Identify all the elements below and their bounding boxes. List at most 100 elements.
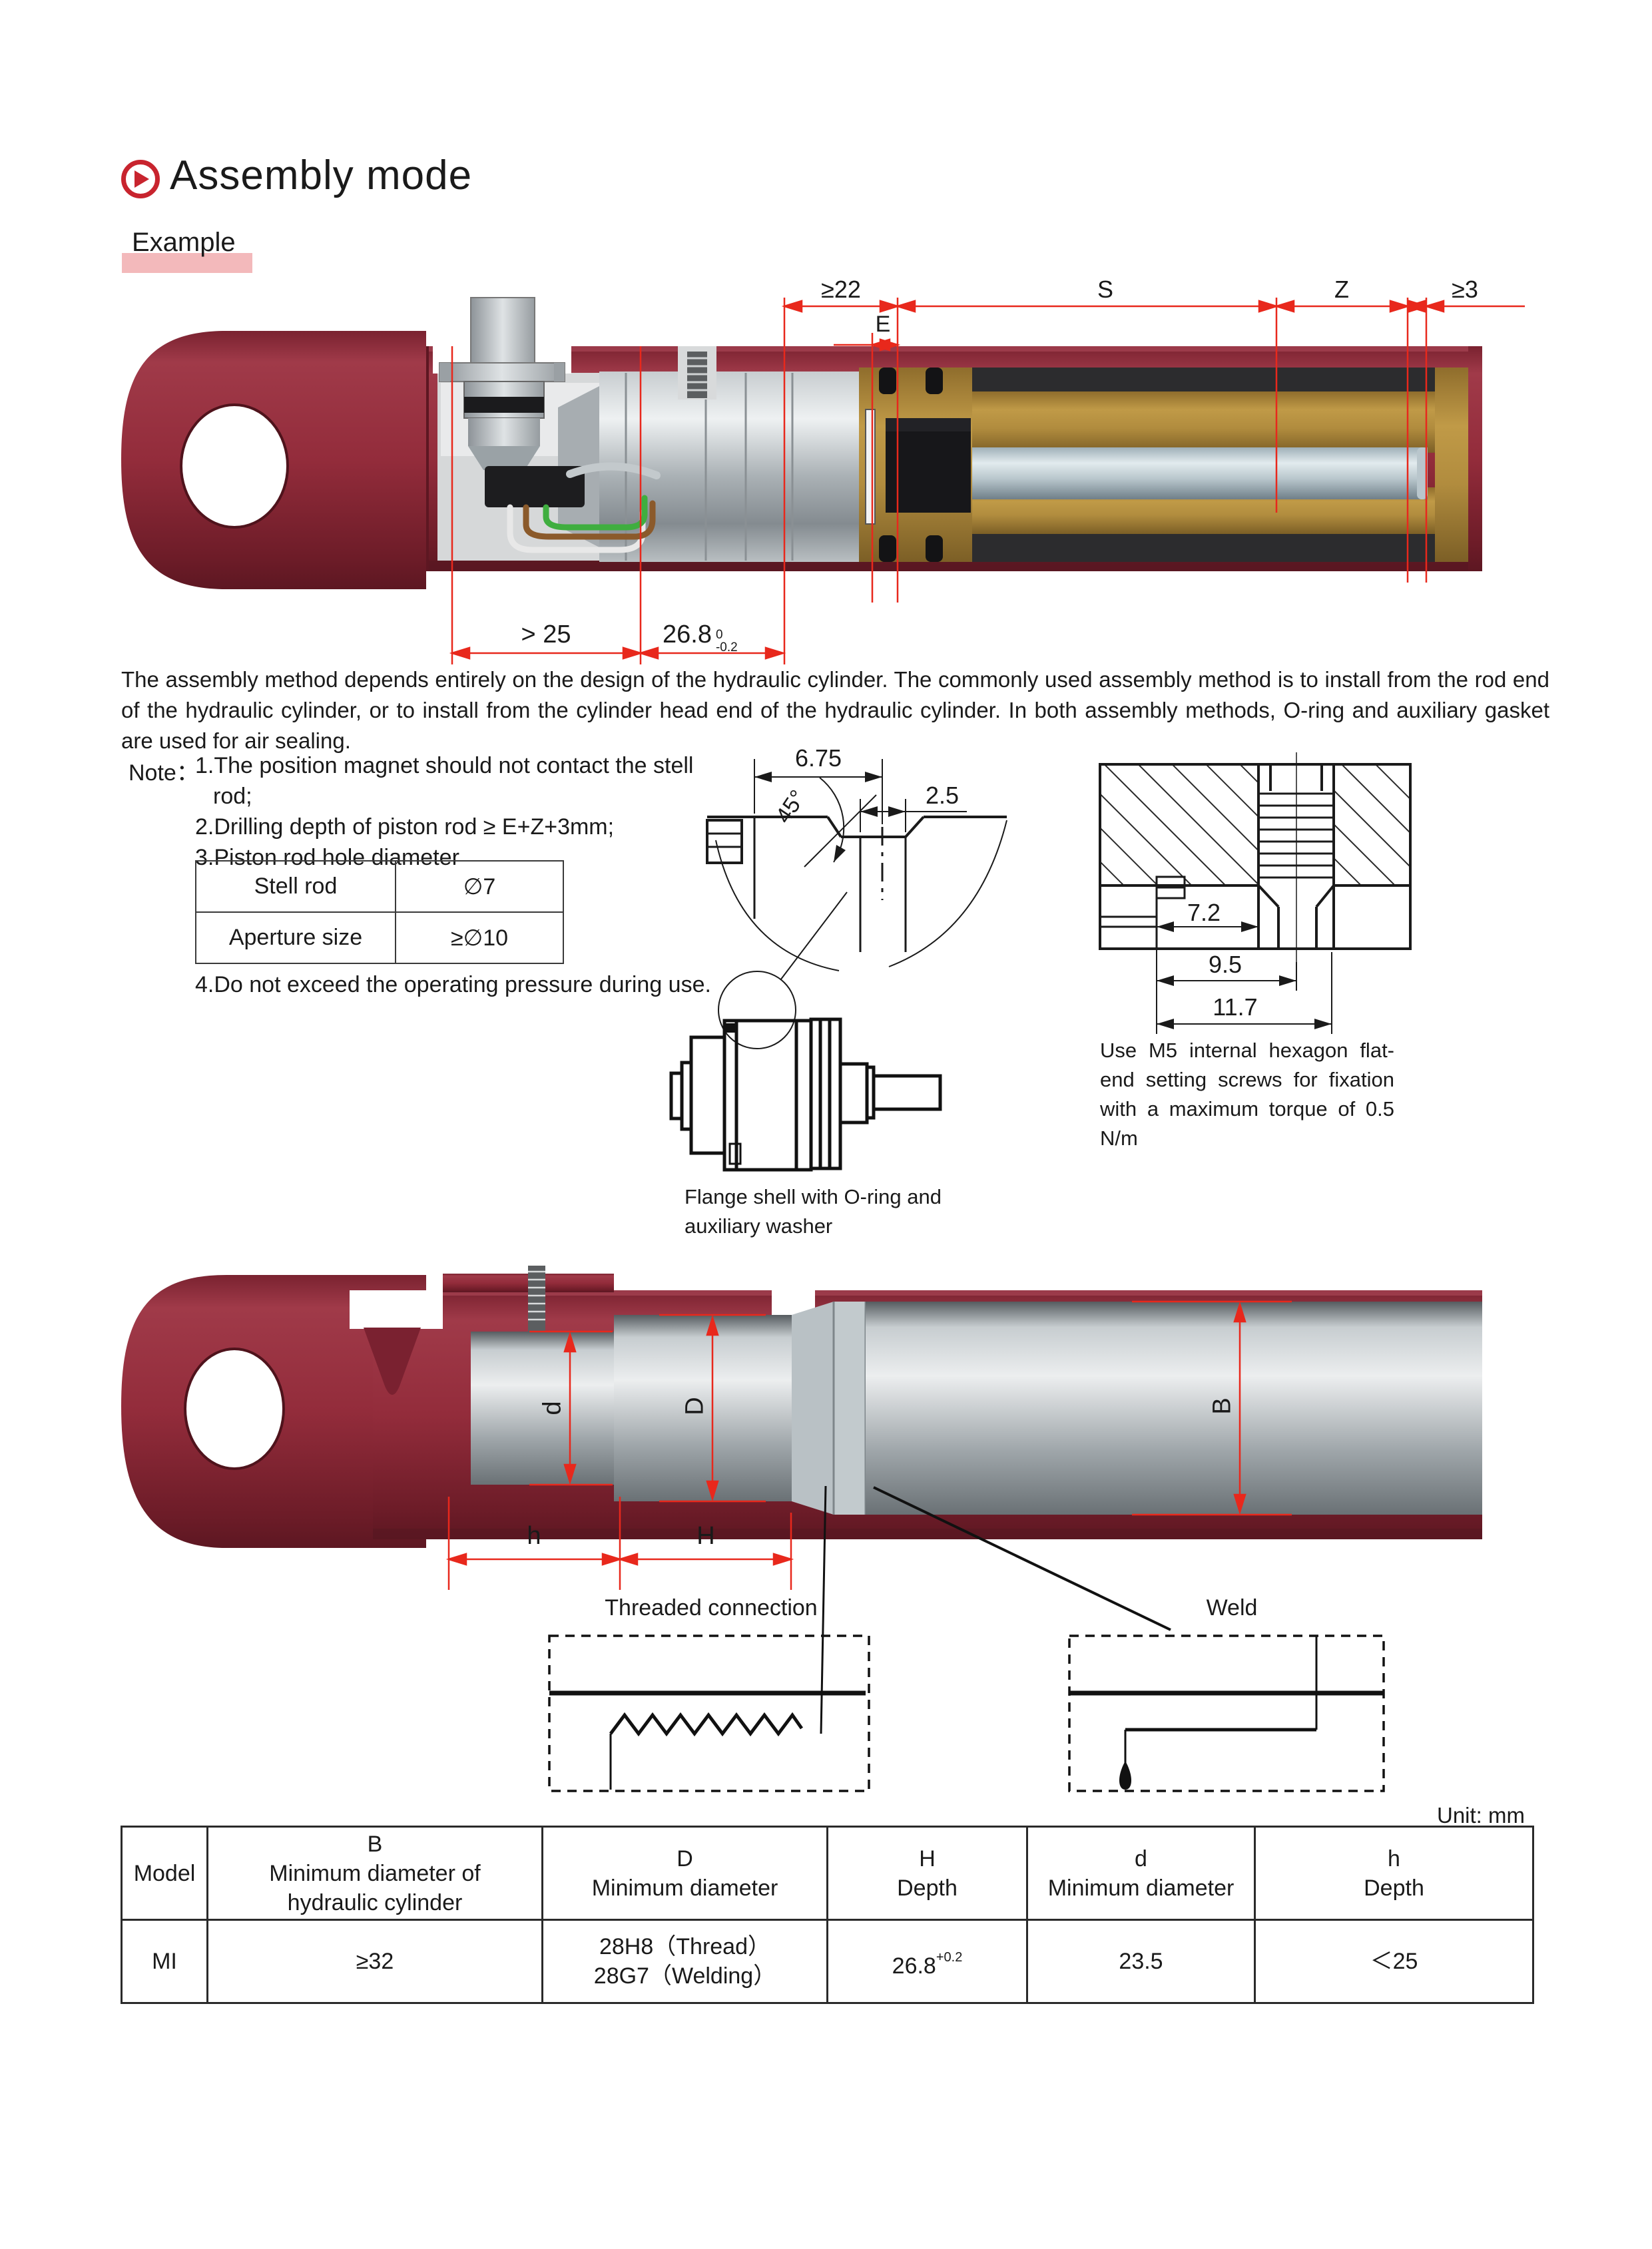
threaded-connection-drawing	[548, 1634, 870, 1792]
spec-table-data-row: MI ≥32 28H8（Thread） 28G7（Welding） 26.8+0.…	[121, 1919, 1534, 2004]
bottom-dimension-lines	[445, 1300, 1292, 1590]
groove-inner-width-label: 2.5	[926, 782, 960, 809]
piston-rod	[972, 447, 1428, 499]
col-h: H Depth	[826, 1826, 1028, 1921]
dim-H-label: H	[696, 1522, 715, 1550]
col-model: Model	[121, 1826, 208, 1921]
aperture-size-label: Aperture size	[195, 911, 396, 964]
cell-d-line1: 28H8（Thread）	[599, 1934, 770, 1959]
col-b: B Minimum diameter of hydraulic cylinder	[206, 1826, 543, 1921]
sensor-flange	[439, 362, 565, 382]
col-d-small-main: d	[1135, 1846, 1147, 1872]
sensor-wire-brown	[523, 500, 656, 540]
col-b-sub: Minimum diameter of hydraulic cylinder	[269, 1860, 481, 1915]
screw-dim-95-label: 9.5	[1208, 951, 1242, 978]
spec-table-header-row: Model B Minimum diameter of hydraulic cyl…	[121, 1826, 1534, 1921]
plug-pin	[364, 1328, 421, 1395]
note-line-2: 2.Drilling depth of piston rod ≥ E+Z+3mm…	[195, 814, 615, 840]
groove-detail-drawing	[706, 759, 1007, 1049]
detail-circle	[718, 971, 796, 1049]
sensor-stem	[470, 297, 535, 365]
clevis-eye-hole	[180, 403, 289, 529]
note-line-1: 1.The position magnet should not contact…	[195, 753, 694, 778]
col-h-small-main: h	[1388, 1846, 1400, 1872]
col-d-main: D	[677, 1846, 693, 1872]
clevis-eye-hole-2	[184, 1348, 285, 1470]
section-bullet-icon	[121, 160, 160, 198]
dim-268-tolerance: 0-0.2	[715, 628, 738, 654]
stell-rod-value: ∅7	[395, 860, 564, 913]
note-line-4: 4.Do not exceed the operating pressure d…	[195, 972, 711, 997]
weld-bead	[1119, 1761, 1132, 1790]
set-screw-stud-2	[528, 1266, 545, 1334]
aperture-size-value: ≥∅10	[395, 911, 564, 964]
weld-drawing	[1068, 1634, 1385, 1792]
spec-table: Model B Minimum diameter of hydraulic cyl…	[121, 1826, 1534, 2004]
col-d: D Minimum diameter	[541, 1826, 828, 1921]
table-row: Aperture size ≥∅10	[195, 911, 564, 964]
set-screw-dimensions	[1156, 921, 1332, 1034]
dim-ge3-label: ≥3	[1452, 276, 1478, 303]
dim-ge22-label: ≥22	[821, 276, 861, 303]
thread-zigzag	[609, 1712, 804, 1737]
set-screw-section-drawing	[1099, 752, 1412, 1034]
dim-s-label: S	[1097, 276, 1114, 303]
bore-B-section	[866, 1302, 1482, 1515]
o-ring	[464, 397, 544, 413]
sensor-head	[485, 466, 585, 507]
cell-d: 28H8（Thread） 28G7（Welding）	[541, 1919, 828, 2004]
page-title: Assembly mode	[170, 152, 473, 198]
dim-D-label: D	[681, 1397, 709, 1415]
cell-b: ≥32	[206, 1919, 543, 2004]
col-d-sub: Minimum diameter	[591, 1875, 778, 1901]
dim-h-label: h	[527, 1522, 541, 1550]
cell-h-tolerance: +0.2	[936, 1949, 963, 1965]
o-ring-dot	[726, 1023, 735, 1033]
flange-shell-caption: Flange shell with O-ring and auxiliary w…	[685, 1185, 942, 1238]
flange-shell-drawing	[669, 1017, 942, 1172]
dim-B-label: B	[1208, 1397, 1237, 1415]
bottom-cylinder-diagram	[121, 1266, 1482, 1548]
top-dimension-lines	[449, 298, 1525, 664]
groove-width-label: 6.75	[794, 744, 842, 772]
dim-z-label: Z	[1334, 276, 1349, 303]
dim-gt25-label: > 25	[521, 621, 571, 648]
col-b-main: B	[367, 1831, 383, 1857]
col-d-small-sub: Minimum diameter	[1047, 1875, 1235, 1901]
cell-d-small: 23.5	[1026, 1919, 1256, 2004]
bore-D-section	[614, 1315, 792, 1501]
screw-dim-72-label: 7.2	[1187, 899, 1221, 926]
threaded-connection-label: Threaded connection	[605, 1595, 818, 1621]
piston-rod-hole-table: Stell rod ∅7 Aperture size ≥∅10	[195, 860, 564, 964]
col-h-sub: Depth	[897, 1875, 958, 1901]
cell-d-line2: 28G7（Welding）	[593, 1963, 776, 1989]
note-label: Note：	[129, 760, 199, 786]
example-label: Example	[132, 228, 236, 257]
col-h-main: H	[919, 1846, 936, 1872]
intro-paragraph: The assembly method depends entirely on …	[121, 667, 1549, 753]
screw-dim-117-label: 11.7	[1213, 993, 1258, 1021]
dim-268-value: 26.8	[663, 621, 712, 648]
dim-e-label: E	[875, 312, 891, 337]
table-row: Stell rod ∅7	[195, 860, 564, 913]
example-highlight-bar	[122, 253, 252, 273]
weld-label: Weld	[1206, 1595, 1258, 1621]
bore-d-section	[471, 1332, 614, 1485]
groove-dimensions	[754, 759, 967, 832]
col-h-small-sub: Depth	[1364, 1875, 1424, 1901]
stell-rod-label: Stell rod	[195, 860, 396, 913]
sensor-wire-green	[543, 495, 648, 531]
cell-model: MI	[121, 1919, 208, 2004]
position-magnet	[886, 418, 971, 513]
cell-h-value: 26.8	[892, 1953, 936, 1979]
top-cylinder-diagram	[121, 297, 1482, 589]
set-screw-caption: Use M5 internal hexagon flat-end setting…	[1100, 1039, 1394, 1150]
cell-h: 26.8+0.2	[826, 1919, 1028, 2004]
note-line-1b: rod;	[213, 784, 252, 809]
dim-d-label: d	[538, 1401, 567, 1415]
